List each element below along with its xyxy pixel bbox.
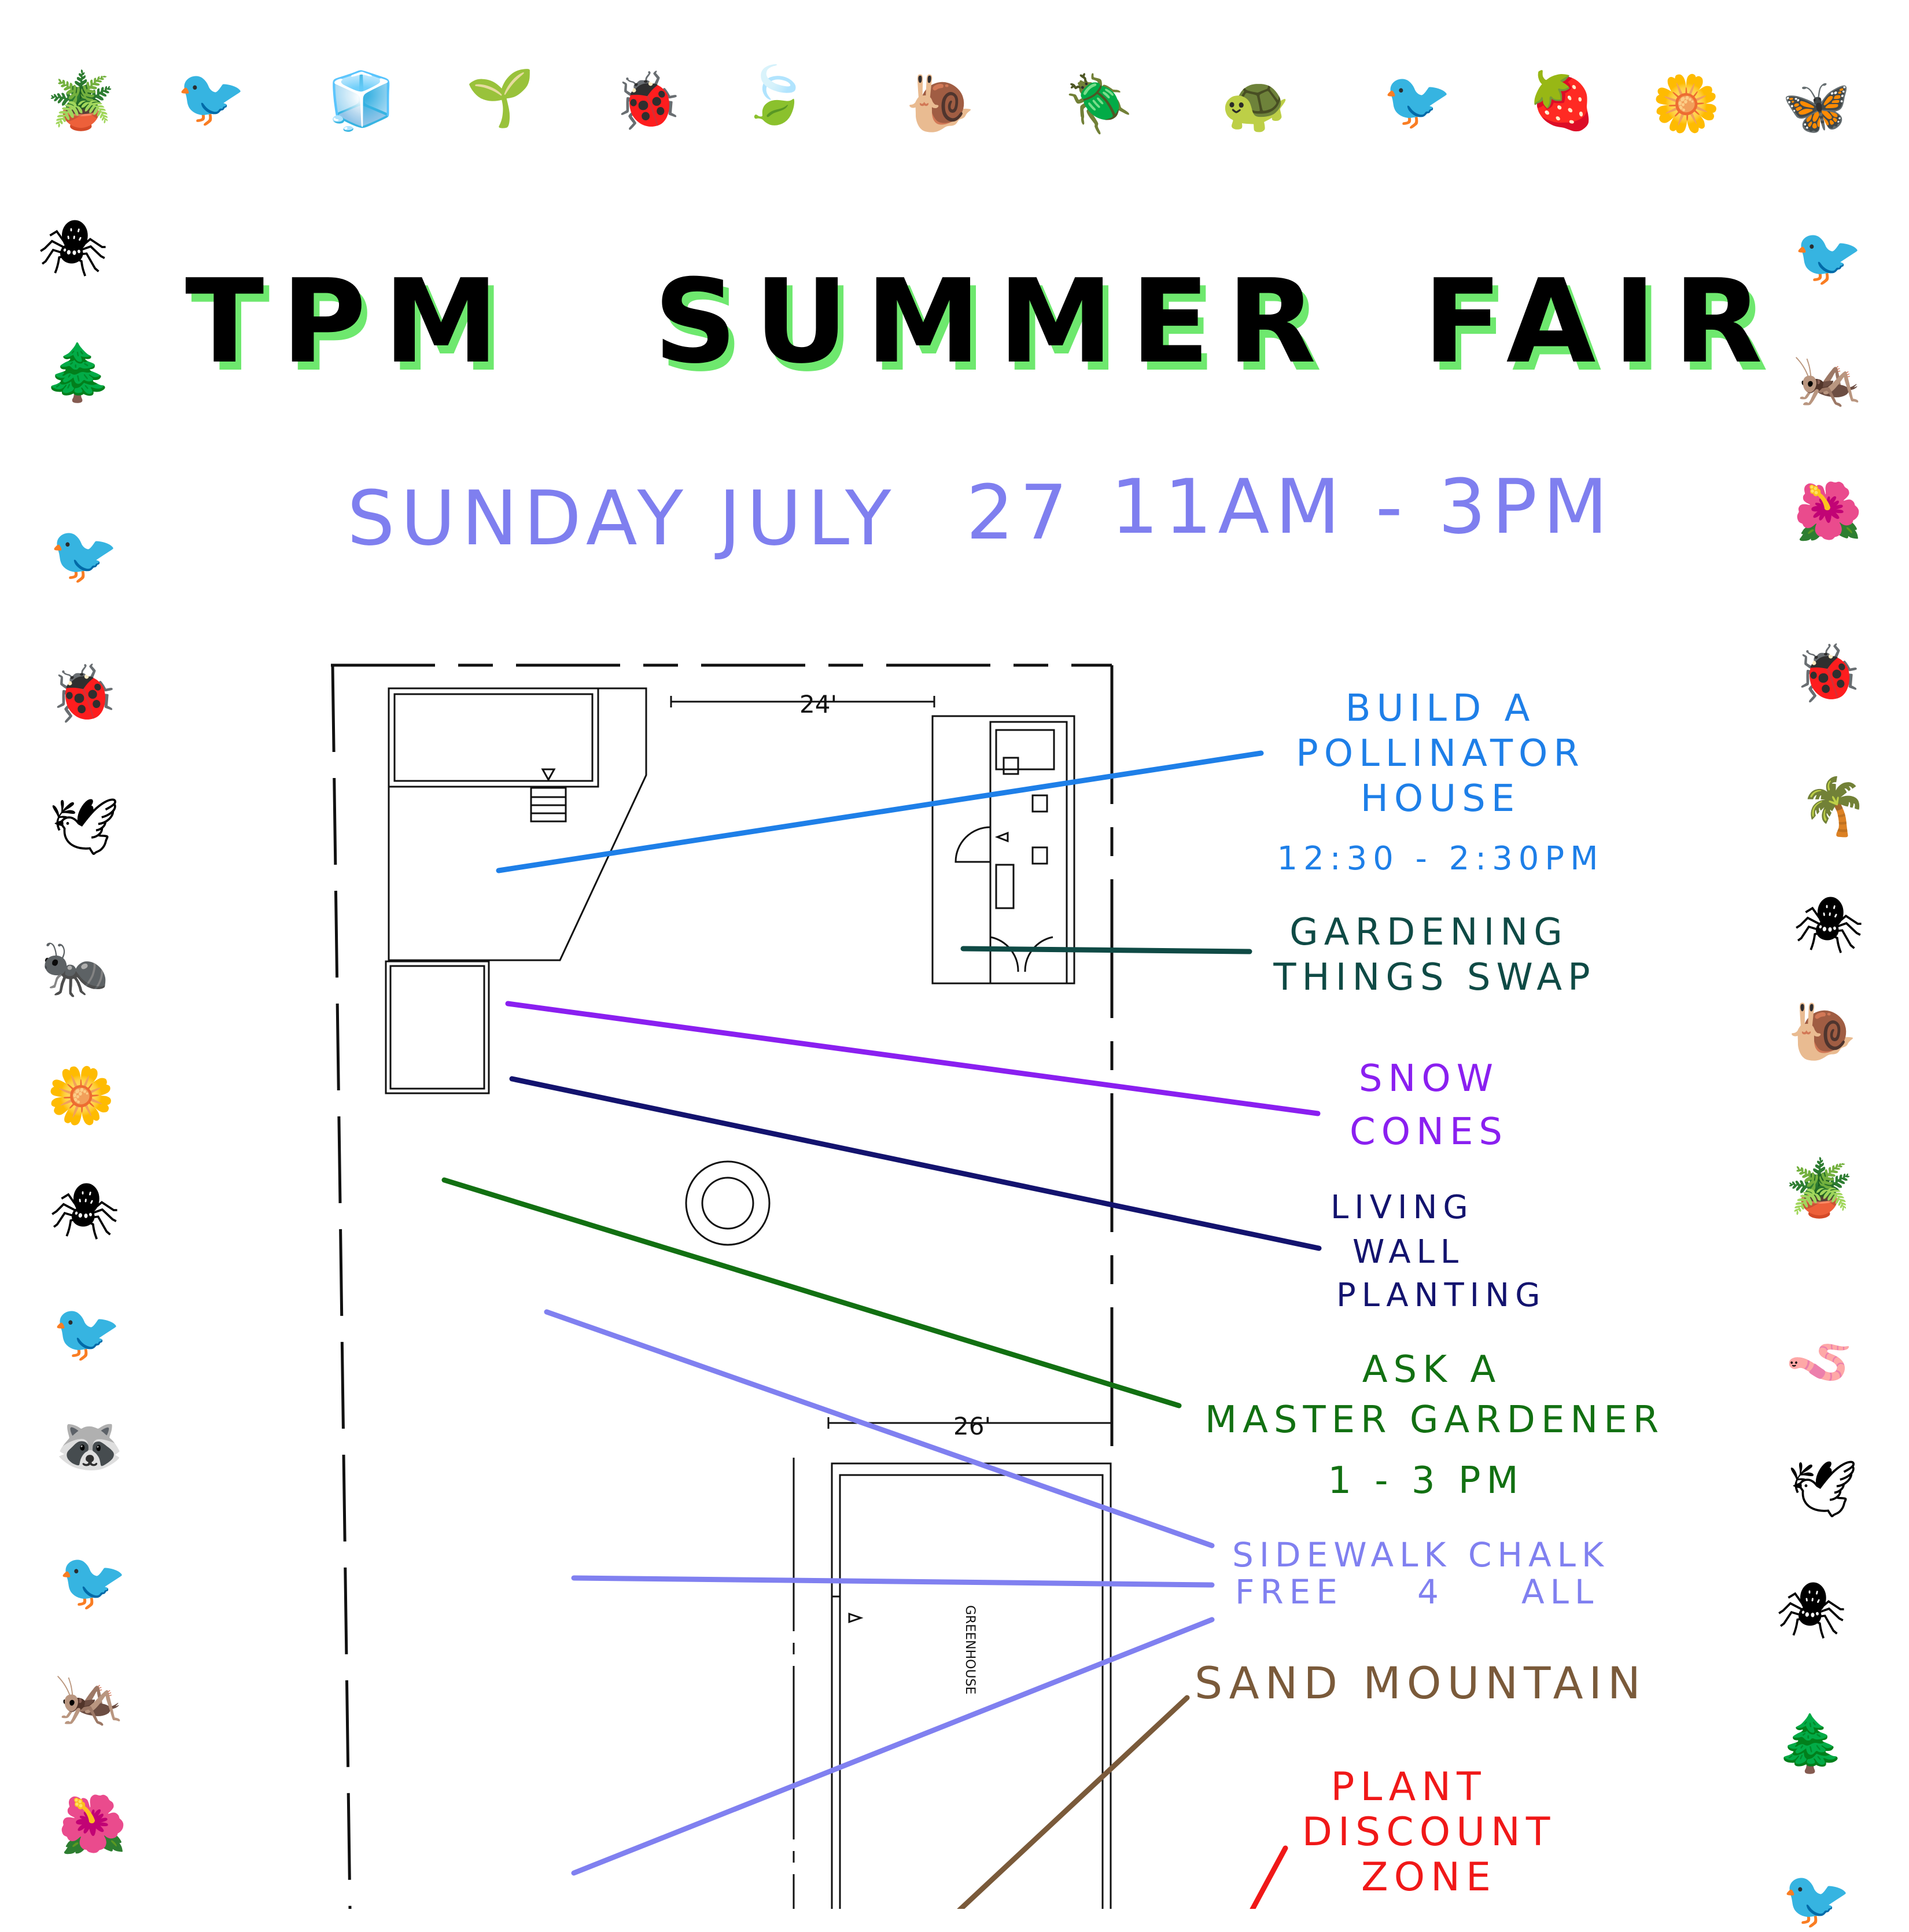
property-line-left bbox=[331, 665, 352, 1909]
label-pollinator-line3: HOUSE bbox=[1360, 777, 1521, 820]
label-wall-line2: WALL bbox=[1352, 1233, 1465, 1271]
potted-tree-icon: 🌲 bbox=[1776, 1713, 1845, 1775]
pointer-swap bbox=[960, 946, 1252, 954]
pointer-pollinator bbox=[496, 750, 1264, 873]
bed-upper bbox=[388, 687, 599, 788]
label-wall-line3: PLANTING bbox=[1336, 1277, 1546, 1314]
small-shed bbox=[385, 960, 490, 1094]
bed-upper-inner bbox=[393, 693, 594, 782]
beetle-icon: 🪲 bbox=[1064, 73, 1134, 135]
label-pollinator-line2: POLLINATOR bbox=[1296, 732, 1585, 775]
snail-icon: 🐌 bbox=[905, 73, 975, 135]
label-pollinator-time: 12:30 - 2:30PM bbox=[1277, 840, 1604, 877]
dim-label-lower: 26' bbox=[953, 1412, 991, 1440]
label-wall-line1: LIVING bbox=[1331, 1189, 1474, 1226]
spider-icon: 🕷 bbox=[1776, 1580, 1847, 1642]
title-word-tpm: TPM bbox=[185, 255, 517, 389]
event-time: 11AM - 3PM bbox=[1111, 463, 1614, 551]
ant-icon: 🐜 bbox=[40, 938, 110, 1000]
pointer-plants bbox=[1250, 1845, 1288, 1909]
greenhouse-door-marker bbox=[848, 1612, 864, 1624]
pointer-master-gardener bbox=[441, 1177, 1182, 1409]
turtle-icon: 🐢 bbox=[1221, 73, 1290, 135]
leaf-icon: 🍃 bbox=[740, 64, 810, 126]
flower-pot-icon: 🪴 bbox=[46, 70, 116, 132]
palm-icon: 🌴 bbox=[1799, 776, 1869, 838]
label-gardener-time: 1 - 3 PM bbox=[1328, 1459, 1524, 1502]
label-plants-line3: ZONE bbox=[1361, 1854, 1497, 1900]
crow-icon: 🐦 bbox=[1782, 1869, 1851, 1931]
label-chalk-4: 4 bbox=[1417, 1572, 1444, 1612]
label-chalk-all: ALL bbox=[1521, 1572, 1600, 1612]
strawberry-icon: 🍓 bbox=[1527, 70, 1597, 132]
yellow-flower-icon: 🌼 bbox=[46, 1065, 116, 1127]
title-word-fair: FAIR bbox=[1423, 255, 1780, 389]
label-snow-line1: SNOW bbox=[1358, 1057, 1499, 1100]
stair-marker bbox=[541, 768, 556, 782]
hummingbird-icon: 🐦 bbox=[58, 1551, 127, 1613]
dim-label-top: 24' bbox=[799, 690, 837, 718]
bluebird-icon: 🐦 bbox=[1383, 70, 1452, 132]
orange-flower-icon: 🌼 bbox=[1652, 73, 1721, 135]
label-swap-line2: THINGS SWAP bbox=[1273, 956, 1596, 999]
ladybug-icon: 🐞 bbox=[613, 70, 683, 132]
label-pollinator-line1: BUILD A bbox=[1345, 687, 1536, 730]
ladybug-icon: 🐞 bbox=[49, 663, 119, 725]
pointer-snow-cones bbox=[505, 1001, 1321, 1116]
pointer-living-wall bbox=[509, 1076, 1322, 1251]
label-plants-line1: PLANT bbox=[1331, 1764, 1487, 1810]
snail-icon: 🐌 bbox=[1788, 1001, 1857, 1063]
title-word-summer: SUMMER bbox=[654, 255, 1334, 389]
deck-outline bbox=[388, 687, 647, 961]
pointer-sand bbox=[957, 1695, 1190, 1909]
label-chalk-free: FREE bbox=[1235, 1572, 1343, 1612]
pointer-chalk-2 bbox=[571, 1575, 1215, 1588]
label-gardener-line2: MASTER GARDENER bbox=[1204, 1399, 1665, 1441]
label-gardener-line1: ASK A bbox=[1362, 1348, 1502, 1391]
label-snow-line2: CONES bbox=[1350, 1111, 1508, 1153]
pointer-chalk-3 bbox=[571, 1617, 1215, 1876]
label-sand: SAND MOUNTAIN bbox=[1195, 1657, 1646, 1709]
label-chalk-line1: SIDEWALK CHALK bbox=[1232, 1535, 1610, 1575]
red-spider-icon: 🕷 bbox=[1793, 894, 1864, 956]
dragonfly-icon: 🦋 bbox=[1782, 76, 1851, 138]
pointer-chalk-1 bbox=[544, 1309, 1215, 1548]
potted-bush-icon: 🪴 bbox=[1785, 1157, 1854, 1219]
ladybug-icon: 🐞 bbox=[1793, 643, 1863, 705]
pigeon-icon: 🐦 bbox=[176, 67, 246, 129]
cooler-icon: 🧊 bbox=[327, 70, 396, 132]
event-day: 27 bbox=[966, 469, 1074, 556]
seagull-icon: 🕊 bbox=[49, 796, 120, 858]
greenhouse-label: GREENHOUSE bbox=[963, 1605, 977, 1694]
seedling-icon: 🌱 bbox=[466, 67, 535, 129]
purple-bird-icon: 🐦 bbox=[52, 1302, 121, 1364]
fire-pit bbox=[685, 1160, 771, 1246]
poster-title: TPM SUMMER FAIR bbox=[0, 255, 1909, 389]
event-date: SUNDAY JULY bbox=[347, 474, 897, 562]
crow-icon: 🐦 bbox=[49, 524, 119, 586]
label-swap-line1: GARDENING bbox=[1289, 911, 1568, 954]
raccoon-icon: 🦝 bbox=[55, 1415, 124, 1477]
grasshopper-icon: 🦗 bbox=[1793, 348, 1863, 410]
seagull-icon: 🕊 bbox=[1788, 1458, 1858, 1520]
red-flower-icon: 🌺 bbox=[58, 1794, 127, 1856]
grasshopper-icon: 🦗 bbox=[55, 1666, 124, 1728]
worm-icon: 🪱 bbox=[1785, 1331, 1854, 1393]
yellow-spider-icon: 🕷 bbox=[49, 1181, 120, 1242]
red-flower-icon: 🌺 bbox=[1793, 481, 1863, 543]
hummingbird-icon: 🐦 bbox=[1793, 226, 1863, 288]
spider-icon: 🕷 bbox=[38, 217, 108, 279]
potted-tree-icon: 🌲 bbox=[43, 342, 113, 404]
label-plants-line2: DISCOUNT bbox=[1302, 1809, 1556, 1855]
